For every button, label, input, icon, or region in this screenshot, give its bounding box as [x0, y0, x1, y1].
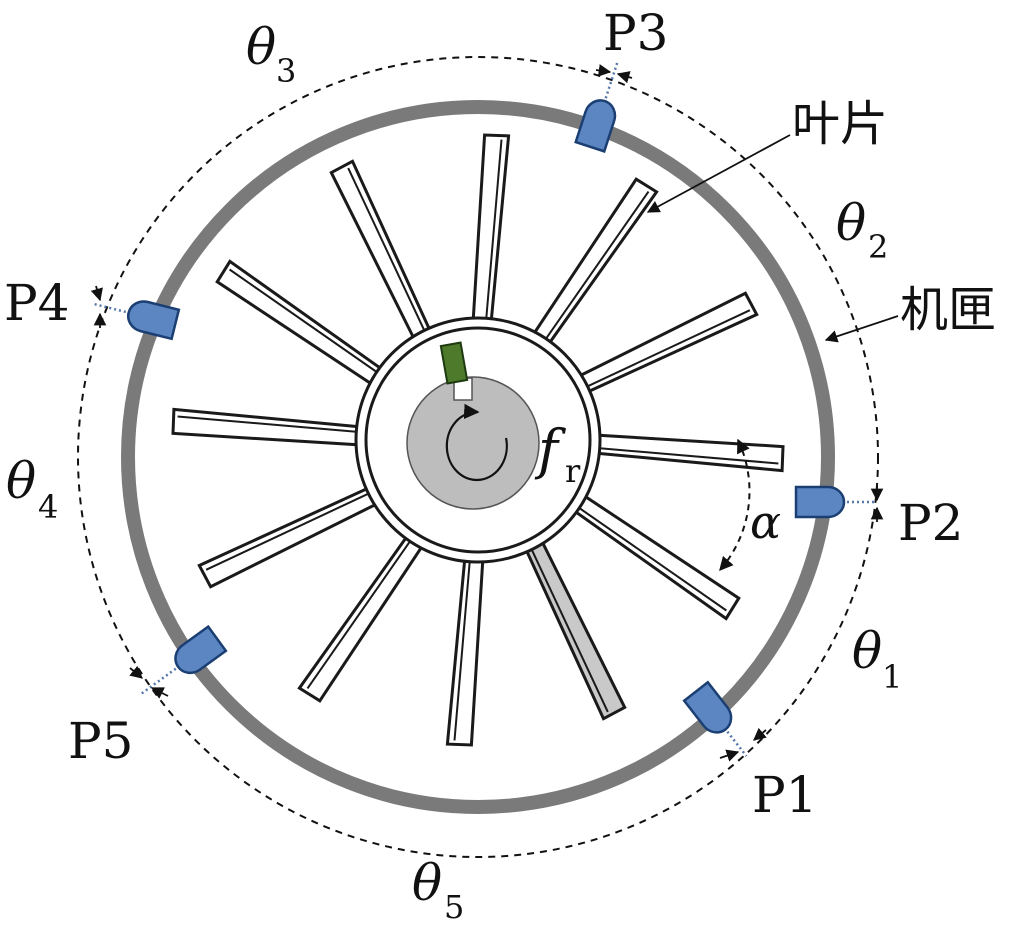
angle-label-theta1: θ 1 [852, 622, 902, 696]
blade-10 [171, 407, 362, 447]
probe-p1-sensor [682, 680, 748, 757]
probe-label-p4: P4 [4, 274, 69, 332]
blade-edge-11 [229, 268, 378, 373]
blade-11 [215, 259, 385, 388]
svg-text:θ: θ [6, 452, 36, 510]
blade-edge-2 [545, 191, 650, 340]
casing-callout-arrow [824, 315, 899, 343]
probes-group [93, 62, 874, 757]
svg-text:4: 4 [38, 488, 58, 526]
rotation-arrow-icon [445, 403, 508, 482]
blade-edge-12 [347, 167, 426, 331]
probe-reference-circle [77, 56, 879, 858]
blade-edge-1 [485, 139, 503, 319]
probe-p2-sensor [794, 485, 874, 519]
blade-edge-7 [453, 561, 471, 741]
svg-text:1: 1 [882, 658, 902, 696]
svg-text:2: 2 [868, 228, 888, 266]
blade-callout-arrow [646, 134, 791, 213]
probe-label-p3: P3 [603, 4, 668, 62]
probe-p3-sensor [574, 62, 619, 153]
once-per-rev-marker [439, 341, 469, 385]
blade-edge-9 [205, 492, 369, 571]
svg-text:θ: θ [836, 194, 866, 252]
blade-4 [594, 433, 785, 473]
angle-label-theta3: θ 3 [246, 18, 296, 90]
blade-angle-label: α [750, 495, 781, 549]
blade-2 [530, 177, 659, 347]
svg-text:3: 3 [276, 52, 296, 90]
casing-label: 机匣 [900, 282, 996, 338]
blade-1 [471, 133, 511, 324]
shaft [406, 376, 540, 510]
svg-text:θ: θ [852, 622, 882, 680]
probe-label-p5: P5 [68, 712, 133, 770]
svg-text:θ: θ [412, 854, 442, 912]
casing-ring [121, 100, 835, 814]
probe-p5-sensor [138, 624, 228, 697]
blade-8 [297, 533, 426, 703]
probe-arrow-ticks [90, 64, 884, 762]
angle-label-theta5: θ 5 [412, 854, 464, 925]
svg-text:θ: θ [246, 18, 276, 76]
blade-label: 叶片 [792, 96, 888, 152]
blade-edge-8 [306, 540, 411, 689]
angle-label-theta4: θ 4 [6, 452, 58, 526]
probe-label-p1: P1 [752, 766, 817, 824]
blade-edge-6 [530, 549, 609, 713]
rotation-frequency-subscript: r [565, 452, 581, 490]
blade-7 [445, 556, 485, 747]
probe-label-p2: P2 [898, 494, 963, 552]
probe-p4-sensor [93, 300, 181, 341]
svg-text:5: 5 [444, 888, 464, 925]
blade-edge-5 [578, 507, 727, 612]
blade-edge-10 [177, 415, 357, 433]
blade-edge-3 [587, 309, 751, 388]
blade-angle-arc [719, 438, 751, 572]
blade-5 [571, 492, 741, 621]
angle-label-theta2: θ 2 [836, 194, 888, 266]
